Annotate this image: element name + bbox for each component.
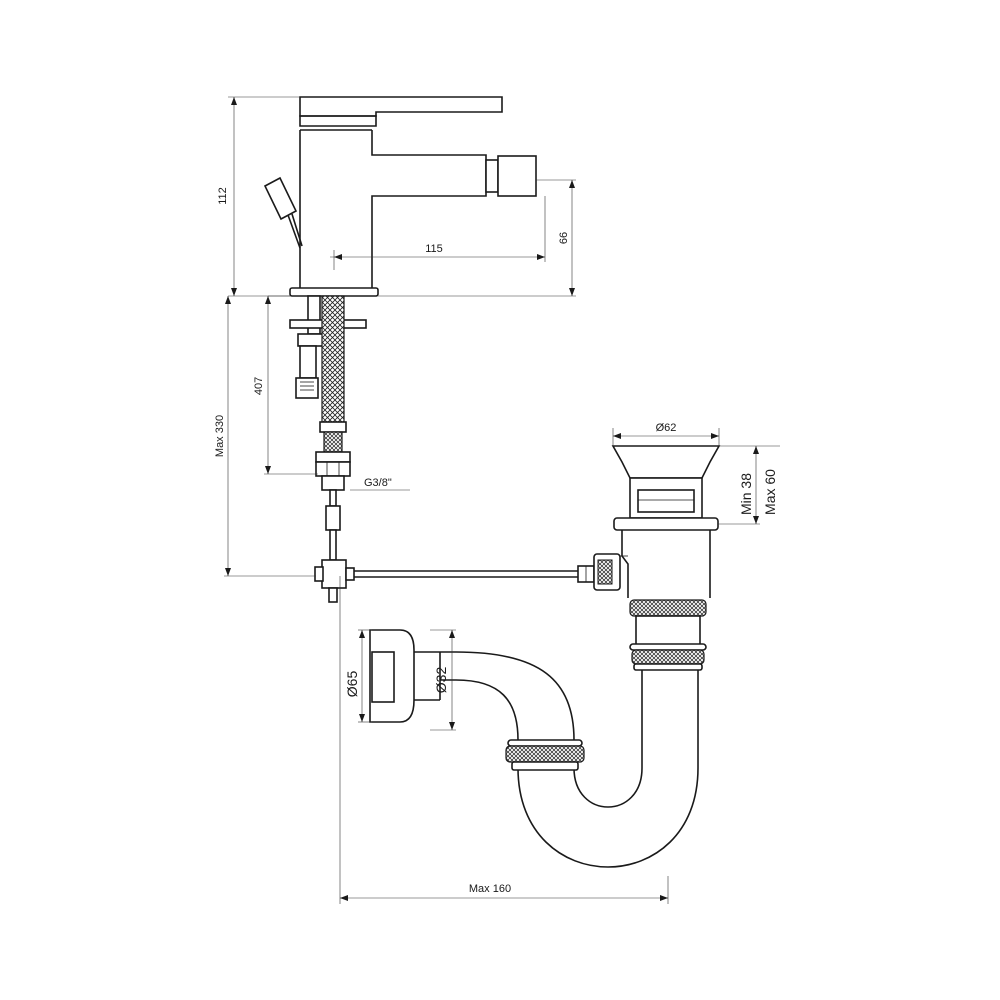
popup-linkage	[314, 489, 595, 603]
dim-faucet-height: 112	[217, 187, 229, 205]
dim-waste-diameter: Ø62	[656, 422, 677, 434]
dim-hose-length: 407	[253, 377, 265, 395]
dim-spout-height: 66	[558, 232, 570, 244]
dim-connection-thread: G3/8"	[364, 477, 392, 489]
dim-waste-max: Max 60	[762, 469, 778, 515]
faucet-body	[289, 96, 537, 297]
dimension-lines	[224, 96, 780, 904]
dim-outlet-diameter: Ø65	[344, 671, 360, 698]
popup-rod	[263, 176, 303, 249]
dim-trap-depth: Max 160	[469, 883, 511, 895]
p-trap	[369, 629, 699, 868]
dim-pipe-diameter: Ø32	[433, 667, 449, 694]
dim-spout-reach: 115	[425, 243, 443, 255]
popup-waste	[593, 445, 721, 671]
braided-hose	[315, 295, 351, 491]
dim-waste-min: Min 38	[738, 473, 754, 515]
dim-max-drop: Max 330	[214, 415, 226, 457]
